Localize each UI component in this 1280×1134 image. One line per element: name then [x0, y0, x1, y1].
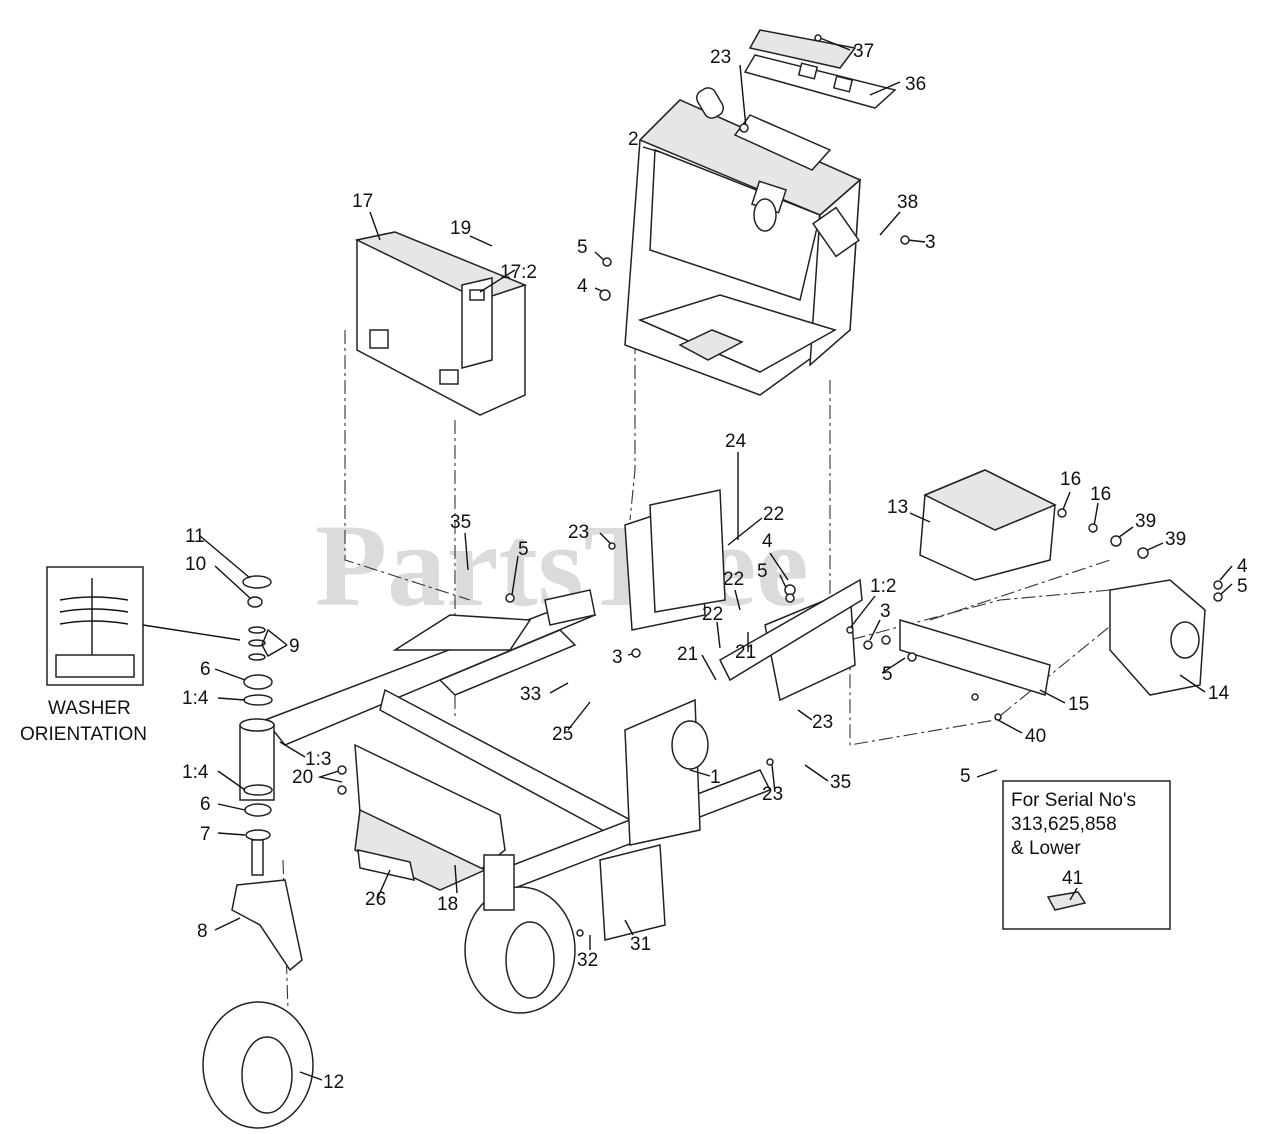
callout-11: 11: [185, 526, 205, 547]
callout-39-b: 39: [1165, 529, 1186, 550]
callout-16-b: 16: [1090, 484, 1111, 505]
callout-5-right: 5: [1237, 576, 1248, 597]
lift-plate: [354, 743, 666, 941]
callout-17-2: 17:2: [500, 262, 537, 283]
callout-4-mid: 4: [762, 531, 773, 552]
callout-5-bottom: 5: [960, 766, 971, 787]
callout-22-a: 22: [763, 504, 784, 525]
serial-note-line3: & Lower: [1011, 838, 1081, 859]
callout-18: 18: [437, 894, 458, 915]
callout-19: 19: [450, 218, 471, 239]
mount-brackets: [899, 469, 1206, 696]
control-tower: [624, 87, 862, 396]
callout-17: 17: [352, 191, 373, 212]
callout-26: 26: [365, 889, 386, 910]
callout-3-frame: 3: [612, 647, 623, 668]
callout-12: 12: [323, 1072, 344, 1093]
serial-note-frame: [1002, 780, 1171, 930]
callout-14: 14: [1208, 683, 1230, 704]
callout-1-3: 1:3: [305, 749, 331, 770]
callout-40: 40: [1025, 726, 1046, 747]
callout-3-top: 3: [925, 232, 936, 253]
callout-1-4-lower: 1:4: [182, 762, 209, 783]
leader-lines: [199, 37, 1233, 1081]
callout-23-bottom: 23: [762, 784, 783, 805]
callout-33: 33: [520, 684, 541, 705]
callout-39-a: 39: [1135, 511, 1156, 532]
front-wheel: [464, 854, 576, 1014]
callout-24: 24: [725, 431, 747, 452]
hardware: [337, 34, 1223, 937]
callout-5-bracket: 5: [882, 664, 893, 685]
callout-22-b: 22: [723, 569, 744, 590]
callout-5-mid: 5: [757, 561, 768, 582]
top-cover-plates: [743, 29, 897, 109]
callout-21-b: 21: [735, 642, 756, 663]
callout-6-upper: 6: [200, 659, 211, 680]
callout-15: 15: [1068, 694, 1089, 715]
callout-13: 13: [887, 497, 908, 518]
callout-35-top: 35: [450, 512, 471, 533]
frame: [263, 489, 863, 889]
callout-20: 20: [292, 767, 313, 788]
washer-orientation-line2: ORIENTATION: [20, 724, 147, 745]
caster-assembly: [202, 575, 314, 1129]
callout-3-mid: 3: [880, 601, 891, 622]
callout-9: 9: [289, 636, 300, 657]
callout-31: 31: [630, 934, 651, 955]
rear-hood: [354, 231, 528, 416]
callout-22-c: 22: [702, 604, 723, 625]
callout-23-mid: 23: [568, 522, 589, 543]
callout-21-a: 21: [677, 644, 698, 665]
washer-orientation-inset: [46, 566, 241, 686]
callout-labels: 37 36 23 2 17 19 17:2 38 3 5 4 24 13 16 …: [182, 41, 1248, 1093]
callout-5-frame: 5: [518, 539, 529, 560]
callout-37: 37: [853, 41, 874, 62]
callout-35-bottom: 35: [830, 772, 851, 793]
callout-2: 2: [628, 129, 639, 150]
callout-32: 32: [577, 950, 598, 971]
callout-8: 8: [197, 921, 208, 942]
callout-10: 10: [185, 554, 206, 575]
serial-note-box: For Serial No's 313,625,858 & Lower: [1002, 780, 1171, 930]
callout-23-right: 23: [812, 712, 833, 733]
callout-41: 41: [1062, 868, 1083, 889]
callout-25: 25: [552, 724, 573, 745]
washer-orientation-line1: WASHER: [48, 698, 131, 719]
callout-1-2: 1:2: [870, 576, 896, 597]
callout-7: 7: [200, 824, 211, 845]
callout-1: 1: [710, 767, 721, 788]
callout-4-top: 4: [577, 276, 588, 297]
callout-38: 38: [897, 192, 918, 213]
callout-23-top: 23: [710, 47, 731, 68]
callout-6-lower: 6: [200, 794, 211, 815]
serial-note-line2: 313,625,858: [1011, 814, 1117, 835]
callout-16-a: 16: [1060, 469, 1081, 490]
callout-1-4-upper: 1:4: [182, 688, 209, 709]
callout-5-top: 5: [577, 237, 588, 258]
callout-36: 36: [905, 74, 926, 95]
serial-note-line1: For Serial No's: [1011, 790, 1136, 811]
callout-4-right: 4: [1237, 556, 1248, 577]
